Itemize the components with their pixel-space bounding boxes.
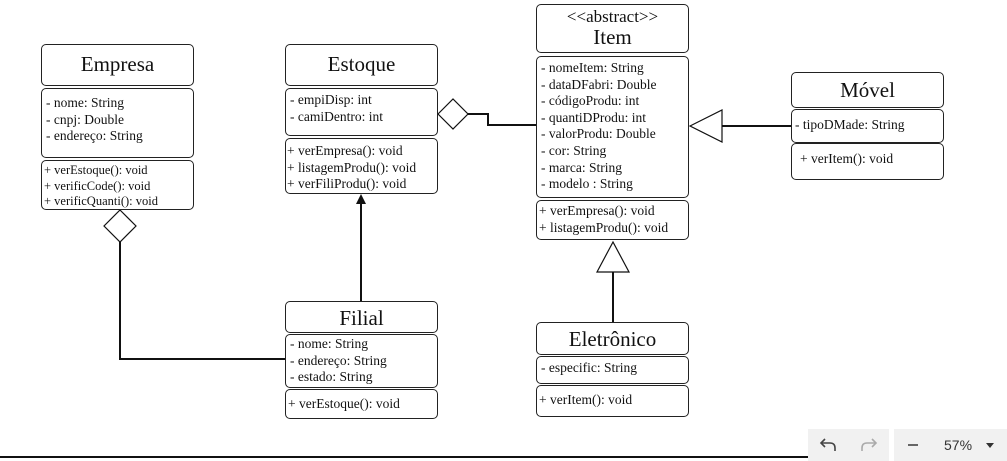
zoom-dropdown-button[interactable] bbox=[978, 429, 1002, 461]
class-eletronico-header: Eletrônico bbox=[536, 322, 689, 355]
class-empresa-header: Empresa bbox=[41, 44, 194, 86]
zoom-level: 57% bbox=[944, 437, 973, 453]
attribute: - especific: String bbox=[541, 360, 637, 375]
method: + verFiliProdu(): void bbox=[287, 176, 407, 192]
estoque-item-connector bbox=[468, 113, 536, 126]
class-item-name: Item bbox=[593, 25, 632, 49]
attribute: - modelo : String bbox=[541, 176, 633, 192]
attribute: - quantiDProdu: int bbox=[541, 109, 646, 125]
method: + listagemProdu(): void bbox=[539, 219, 669, 235]
canvas-bottom-border bbox=[0, 456, 808, 458]
class-item-stereotype: <<abstract>> bbox=[566, 7, 659, 26]
attribute: - tipoDMade: String bbox=[795, 117, 905, 132]
inheritance-triangle-movel bbox=[688, 109, 723, 143]
method: + verEstoque(): void bbox=[288, 396, 400, 411]
attribute: - marca: String bbox=[541, 159, 622, 175]
attribute: - nome: String bbox=[46, 95, 124, 110]
class-estoque-header: Estoque bbox=[285, 44, 438, 86]
minus-icon bbox=[908, 444, 918, 446]
attribute: - dataDFabri: Double bbox=[541, 76, 657, 92]
attribute: - estado: String bbox=[290, 369, 373, 385]
attribute: - endereço: String bbox=[46, 128, 143, 144]
class-eletronico-methods: + verItem(): void bbox=[536, 385, 689, 417]
arrowhead-estoque bbox=[356, 194, 366, 204]
undo-icon bbox=[819, 438, 836, 451]
class-movel-name: Móvel bbox=[840, 78, 895, 102]
method: + verificCode(): void bbox=[44, 178, 151, 193]
class-estoque-methods: + verEmpresa(): void + listagemProdu(): … bbox=[285, 138, 438, 194]
method: + verEmpresa(): void bbox=[287, 143, 403, 158]
class-movel-attributes: - tipoDMade: String bbox=[791, 109, 944, 143]
aggregation-diamond-estoque bbox=[437, 98, 469, 130]
class-filial-name: Filial bbox=[339, 306, 384, 330]
method: + verItem(): void bbox=[539, 392, 633, 407]
zoom-out-button[interactable] bbox=[894, 429, 932, 461]
attribute: - nomeItem: String bbox=[541, 60, 644, 75]
class-filial-attributes: - nome: String - endereço: String - esta… bbox=[285, 334, 438, 388]
method: + listagemProdu(): void bbox=[287, 159, 417, 175]
class-movel-header: Móvel bbox=[791, 72, 944, 108]
undo-redo-toolbar bbox=[808, 429, 889, 461]
empresa-filial-connector bbox=[119, 242, 285, 360]
attribute: - camiDentro: int bbox=[290, 108, 383, 124]
class-item-methods: + verEmpresa(): void + listagemProdu(): … bbox=[536, 200, 689, 240]
redo-button[interactable] bbox=[849, 429, 889, 461]
method: + verEmpresa(): void bbox=[539, 203, 655, 218]
inheritance-triangle-eletronico bbox=[596, 240, 630, 273]
class-empresa-attributes: - nome: String - cnpj: Double - endereço… bbox=[41, 88, 194, 158]
composition-diamond-empresa bbox=[103, 209, 137, 243]
method: + verItem(): void bbox=[800, 151, 894, 166]
method: + verEstoque(): void bbox=[44, 163, 148, 177]
class-estoque-attributes: - empiDisp: int - camiDentro: int bbox=[285, 88, 438, 136]
class-eletronico-attributes: - especific: String bbox=[536, 356, 689, 384]
attribute: - cnpj: Double bbox=[46, 111, 124, 127]
class-filial-header: Filial bbox=[285, 301, 438, 333]
redo-icon bbox=[861, 438, 878, 451]
class-empresa-methods: + verEstoque(): void + verificCode(): vo… bbox=[41, 160, 194, 210]
class-item-attributes: - nomeItem: String - dataDFabri: Double … bbox=[536, 56, 689, 198]
class-movel-methods: + verItem(): void bbox=[791, 143, 944, 180]
class-estoque-name: Estoque bbox=[327, 52, 396, 76]
class-eletronico-name: Eletrônico bbox=[568, 327, 657, 351]
class-filial-methods: + verEstoque(): void bbox=[285, 389, 438, 419]
attribute: - valorProdu: Double bbox=[541, 126, 656, 142]
attribute: - cor: String bbox=[541, 142, 607, 158]
method: + verificQuanti(): void bbox=[44, 194, 158, 208]
attribute: - empiDisp: int bbox=[290, 92, 372, 107]
attribute: - nome: String bbox=[290, 336, 368, 351]
zoom-toolbar: 57% bbox=[894, 429, 1007, 461]
class-item-header: <<abstract>> Item bbox=[536, 4, 689, 53]
attribute: - endereço: String bbox=[290, 352, 387, 368]
undo-button[interactable] bbox=[808, 429, 848, 461]
class-empresa-name: Empresa bbox=[80, 52, 155, 76]
caret-down-icon bbox=[986, 443, 994, 448]
attribute: - códigoProdu: int bbox=[541, 93, 640, 109]
